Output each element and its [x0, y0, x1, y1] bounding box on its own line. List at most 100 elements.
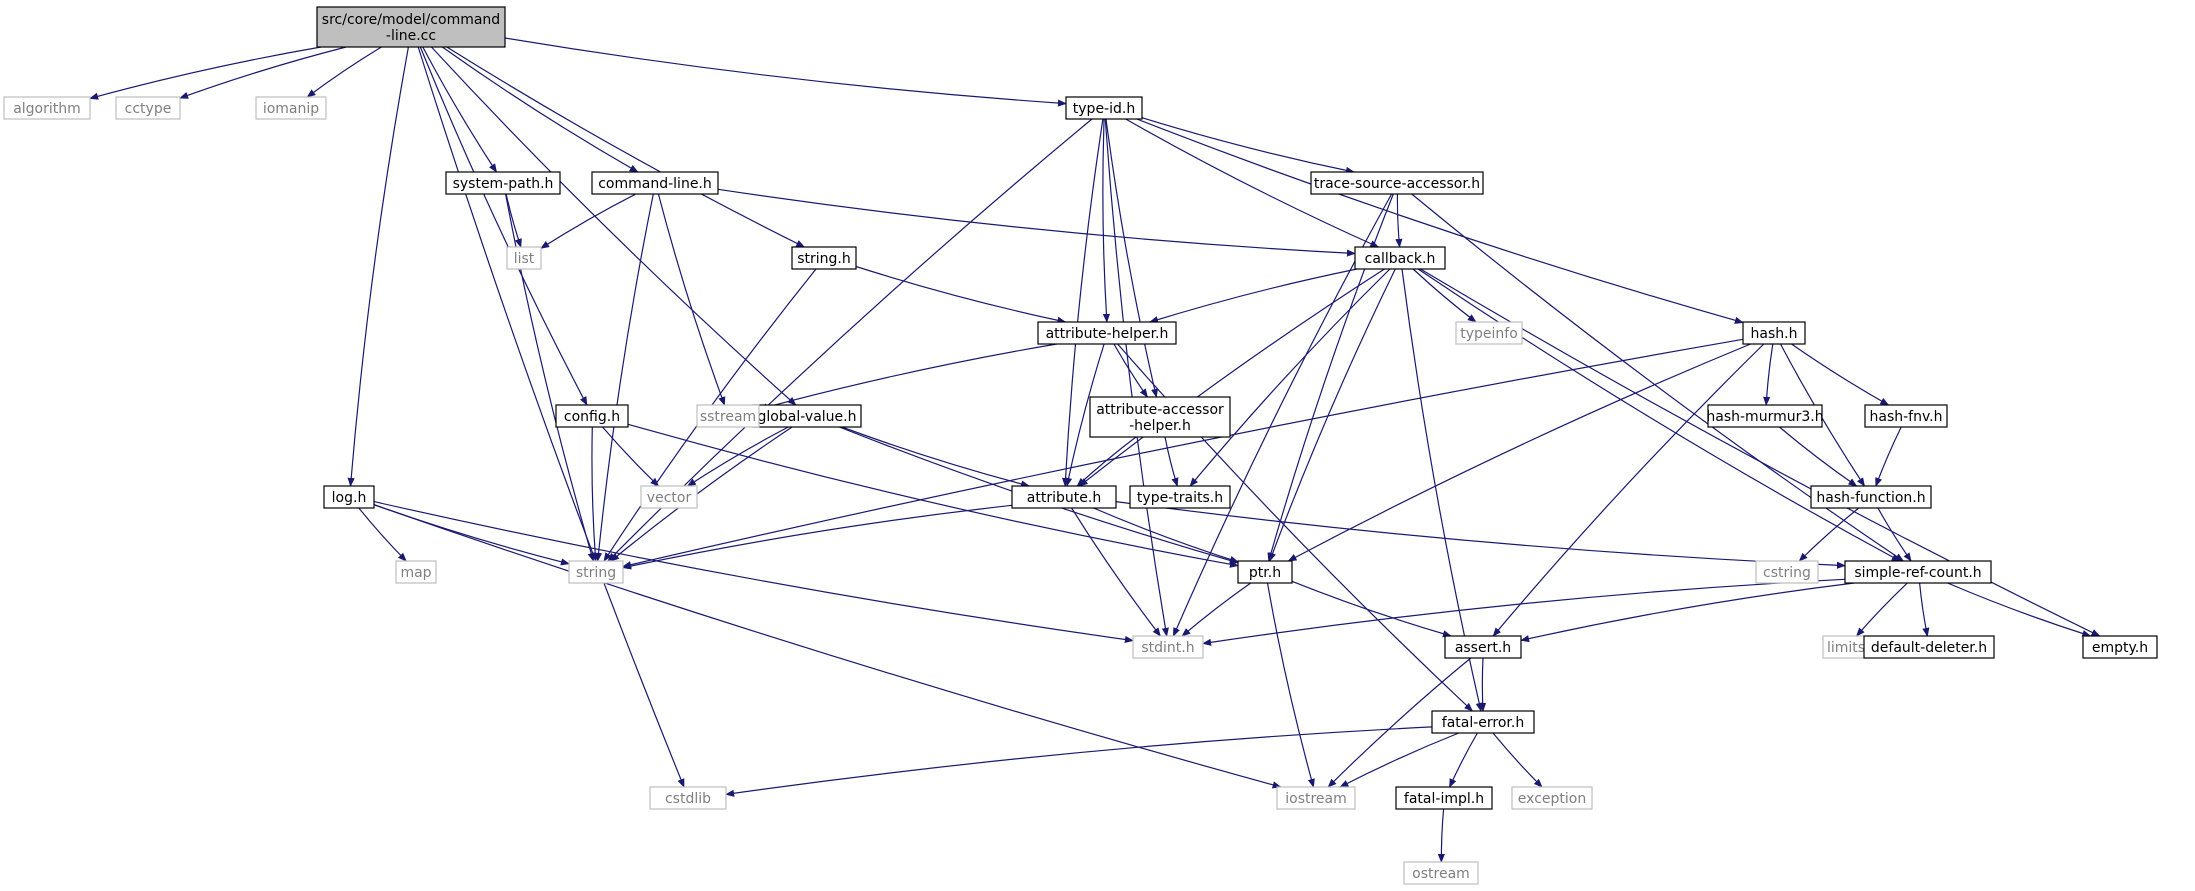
edge-global_value-to-string [610, 426, 793, 562]
edge-log-to-iostream [373, 504, 1282, 789]
node-hash-function[interactable]: hash-function.h [1810, 485, 1932, 509]
edge-attribute-to-string [622, 504, 1013, 570]
node-attr-acc-helper[interactable]: attribute-accessor-helper.h [1089, 396, 1231, 438]
node-label: attribute.h [1027, 490, 1101, 506]
node-label: string.h [797, 251, 851, 267]
node-assert[interactable]: assert.h [1444, 635, 1522, 659]
node-hash[interactable]: hash.h [1742, 321, 1806, 345]
node-stdint: stdint.h [1132, 635, 1204, 659]
node-fatal-error[interactable]: fatal-error.h [1431, 710, 1535, 734]
node-iostream: iostream [1276, 786, 1356, 810]
node-box [395, 560, 437, 584]
edge-hash_murmur3-to-hash_function [1779, 426, 1858, 487]
node-box [1810, 485, 1932, 509]
node-string-h[interactable]: string.h [791, 246, 857, 270]
edge-callback-to-type_traits [1189, 268, 1391, 487]
node-label: cstring [1763, 565, 1811, 581]
edge-attr_acc_helper-to-type_traits [1164, 436, 1179, 487]
node-global-value[interactable]: global-value.h [752, 404, 862, 428]
node-cstdlib: cstdlib [649, 786, 727, 810]
node-algorithm: algorithm [3, 96, 91, 120]
node-label: attribute-helper.h [1046, 326, 1169, 342]
node-box [1237, 560, 1293, 584]
node-box [791, 246, 857, 270]
node-attribute-helper[interactable]: attribute-helper.h [1037, 321, 1177, 345]
node-label: src/core/model/command [322, 12, 500, 28]
edge-simple_ref-to-limits [1856, 582, 1908, 637]
edge-simple_ref-to-stdint [1202, 578, 1846, 646]
edge-attribute-to-simple_ref [1115, 501, 1846, 569]
node-attribute[interactable]: attribute.h [1011, 485, 1117, 509]
edge-hash_function-to-simple_ref [1877, 507, 1912, 562]
node-box [1742, 321, 1806, 345]
node-box [506, 246, 542, 270]
edge-attribute_helper-to-attribute [1065, 343, 1105, 487]
edge-assert-to-fatal_error [1479, 657, 1487, 712]
node-box [1037, 321, 1177, 345]
node-box [1065, 96, 1143, 120]
node-iomanip: iomanip [255, 96, 327, 120]
edge-root-to-type_id [504, 37, 1067, 107]
node-type-traits[interactable]: type-traits.h [1129, 485, 1231, 509]
node-box [1707, 404, 1823, 428]
node-label: default-deleter.h [1871, 640, 1987, 656]
node-label: ptr.h [1249, 565, 1281, 581]
node-box [696, 404, 760, 428]
edge-callback-to-typeinfo [1412, 268, 1477, 323]
node-label: -helper.h [1129, 418, 1191, 434]
node-empty[interactable]: empty.h [2082, 635, 2158, 659]
node-label: -line.cc [386, 28, 436, 44]
node-command-line[interactable]: command-line.h [591, 171, 719, 195]
edge-trace_source-to-simple_ref [1411, 193, 1905, 562]
node-root[interactable]: src/core/model/command-line.cc [316, 6, 506, 48]
node-config[interactable]: config.h [555, 404, 629, 428]
node-callback[interactable]: callback.h [1354, 246, 1446, 270]
node-simple-ref[interactable]: simple-ref-count.h [1844, 560, 1992, 584]
node-fatal-impl[interactable]: fatal-impl.h [1395, 786, 1493, 810]
edge-hash-to-assert [1492, 343, 1765, 637]
node-box [323, 485, 375, 509]
node-label: iomanip [263, 101, 319, 117]
node-label: config.h [564, 409, 620, 425]
node-label: simple-ref-count.h [1854, 565, 1981, 581]
edge-system_path-to-list [505, 193, 522, 248]
node-type-id[interactable]: type-id.h [1065, 96, 1143, 120]
node-label: hash-murmur3.h [1706, 409, 1823, 425]
node-typeinfo: typeinfo [1455, 321, 1523, 345]
node-ptr[interactable]: ptr.h [1237, 560, 1293, 584]
node-log[interactable]: log.h [323, 485, 375, 509]
node-box [1276, 786, 1356, 810]
node-box [591, 171, 719, 195]
node-box [3, 96, 91, 120]
edge-attribute_helper-to-attr_acc_helper [1113, 343, 1148, 398]
edge-trace_source-to-callback [1395, 193, 1403, 248]
node-trace-source[interactable]: trace-source-accessor.h [1310, 171, 1484, 195]
edge-root-to-cctype [179, 46, 347, 99]
edge-log-to-stdint [373, 501, 1134, 644]
edge-hash-to-ptr [1287, 343, 1751, 562]
node-hash-murmur3[interactable]: hash-murmur3.h [1706, 404, 1824, 428]
node-label: hash-function.h [1816, 490, 1925, 506]
node-box [1132, 635, 1204, 659]
node-box [1444, 635, 1522, 659]
edge-fatal_error-to-cstdlib [725, 726, 1433, 797]
node-label: type-traits.h [1137, 490, 1223, 506]
node-default-deleter[interactable]: default-deleter.h [1863, 635, 1995, 659]
node-system-path[interactable]: system-path.h [445, 171, 561, 195]
edge-fatal_error-to-fatal_impl [1449, 732, 1478, 788]
node-label: map [400, 565, 431, 581]
node-hash-fnv[interactable]: hash-fnv.h [1864, 404, 1948, 428]
node-box [1455, 321, 1523, 345]
node-box [640, 485, 698, 509]
node-limits: limits [1822, 635, 1870, 659]
edge-type_id-to-hash [1136, 118, 1744, 324]
node-box [1354, 246, 1446, 270]
node-box [2082, 635, 2158, 659]
node-map: map [395, 560, 437, 584]
node-box [255, 96, 327, 120]
node-label: sstream [700, 409, 756, 425]
edge-root-to-algorithm [89, 46, 322, 100]
edge-root-to-cstdlib [417, 46, 685, 788]
edge-hash_fnv-to-hash_function [1875, 426, 1902, 487]
node-label: cstdlib [665, 791, 711, 807]
